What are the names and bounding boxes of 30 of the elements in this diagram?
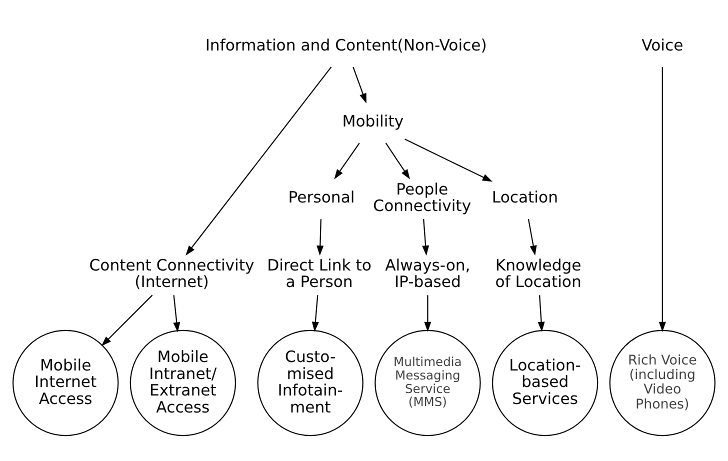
node-circle: Custo- mised Infotain- ment <box>257 329 364 436</box>
node-circle: Location- based Services <box>492 329 598 436</box>
node-circle: Mobile Intranet/ Extranet Access <box>130 329 236 436</box>
arrow <box>352 66 366 104</box>
node-text: Direct Link to a Person <box>267 254 372 291</box>
arrow <box>173 294 180 332</box>
node-text: People Connectivity <box>373 178 472 215</box>
arrow <box>404 138 493 182</box>
node-text: Location <box>492 187 558 206</box>
node-text: Always-on, IP-based <box>385 254 470 291</box>
node-circle: Mobile Internet Access <box>12 329 119 436</box>
node-text: Knowledge of Location <box>495 254 582 291</box>
node-circle: Rich Voice (including Video Phones) <box>609 329 716 436</box>
node-text: Information and Content(Non-Voice) <box>205 35 487 54</box>
arrow <box>312 294 319 332</box>
arrow <box>334 142 360 179</box>
node-text: Content Connectivity (Internet) <box>89 254 254 291</box>
arrow <box>101 294 153 346</box>
node-text: Personal <box>288 187 355 206</box>
arrow <box>658 66 666 332</box>
arrow <box>186 66 332 256</box>
node-text: Voice <box>642 35 684 54</box>
arrow <box>422 218 430 256</box>
node-text: Mobility <box>342 111 404 130</box>
arrow <box>385 142 410 179</box>
arrow <box>316 218 324 256</box>
arrow <box>538 294 545 332</box>
node-circle: Multimedia Messaging Service (MMS) <box>374 329 481 436</box>
arrow <box>424 294 432 332</box>
arrow <box>528 218 537 256</box>
